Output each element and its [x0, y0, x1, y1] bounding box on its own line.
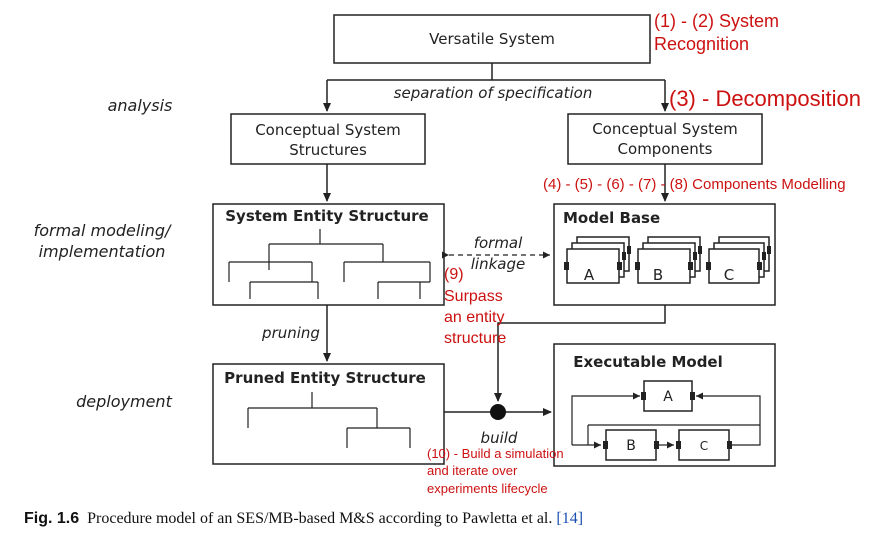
annotation-surpass-line2: Surpass [444, 288, 503, 305]
model-base-component-c-label: C [724, 266, 734, 284]
phase-formal-line1: formal modeling/ [34, 221, 172, 240]
annotation-surpass-line4: structure [444, 330, 506, 347]
annotation-components-modelling: (4) - (5) - (6) - (7) - (8) Components M… [543, 176, 846, 193]
annotation-decomposition: (3) - Decomposition [669, 86, 861, 111]
annotation-simulation-line3: experiments lifecycle [427, 481, 548, 496]
phase-deployment: deployment [76, 392, 172, 411]
node-executable-model-label: Executable Model [573, 353, 723, 371]
model-base-component-b [635, 236, 702, 284]
model-base-component-c [706, 236, 771, 284]
figure-caption-text: Procedure model of an SES/MB-based M&S a… [87, 510, 557, 527]
edge-label-pruning: pruning [261, 324, 320, 342]
node-conceptual-components [567, 113, 763, 165]
annotation-simulation-line1: (10) - Build a simulation [427, 446, 564, 461]
edge-label-separation: separation of specification [394, 84, 593, 102]
annotation-simulation-line2: and iterate over [427, 463, 518, 478]
node-conceptual-components-line1: Conceptual System [592, 120, 738, 138]
node-conceptual-structures [230, 113, 426, 165]
figure-caption: Fig. 1.6 Procedure model of an SES/MB-ba… [24, 510, 884, 528]
annotation-surpass-line1: (9) [444, 266, 464, 283]
model-base-component-b-label: B [653, 266, 663, 284]
phase-formal-line2: implementation [39, 242, 166, 261]
edge-label-formal: formal [474, 234, 523, 252]
exec-couplings [571, 392, 761, 449]
node-versatile-system-label: Versatile System [429, 30, 555, 48]
figure-caption-reference[interactable]: [14] [556, 510, 584, 527]
annotation-recognition-line2: Recognition [654, 34, 749, 54]
node-conceptual-components-line2: Components [618, 140, 713, 158]
edge-label-build: build [481, 429, 518, 447]
node-conceptual-structures-line1: Conceptual System [255, 121, 401, 139]
model-base-component-a-label: A [584, 266, 595, 284]
ses-tree [228, 229, 431, 299]
exec-component-a [641, 380, 695, 412]
model-base-component-a [564, 236, 631, 284]
exec-component-c-label: C [700, 439, 708, 453]
pes-tree [247, 392, 411, 448]
annotation-surpass-line3: an entity [444, 309, 504, 326]
figure-caption-label: Fig. 1.6 [24, 510, 80, 527]
node-ses-label: System Entity Structure [225, 207, 428, 225]
node-pes-label: Pruned Entity Structure [224, 369, 426, 387]
edge-label-linkage: linkage [471, 255, 525, 273]
edge-model-base-to-build [494, 305, 666, 402]
node-pes [212, 363, 445, 465]
node-versatile-system [333, 14, 651, 64]
node-ses [212, 203, 445, 306]
exec-component-a-label: A [663, 389, 673, 405]
phase-analysis: analysis [108, 96, 173, 115]
build-node [490, 404, 506, 420]
annotation-recognition-line1: (1) - (2) System [654, 11, 779, 31]
exec-component-c [676, 429, 732, 461]
node-conceptual-structures-line2: Structures [289, 141, 367, 159]
node-model-base-label: Model Base [563, 209, 660, 227]
exec-component-b [603, 429, 659, 461]
exec-component-b-label: B [626, 438, 636, 454]
